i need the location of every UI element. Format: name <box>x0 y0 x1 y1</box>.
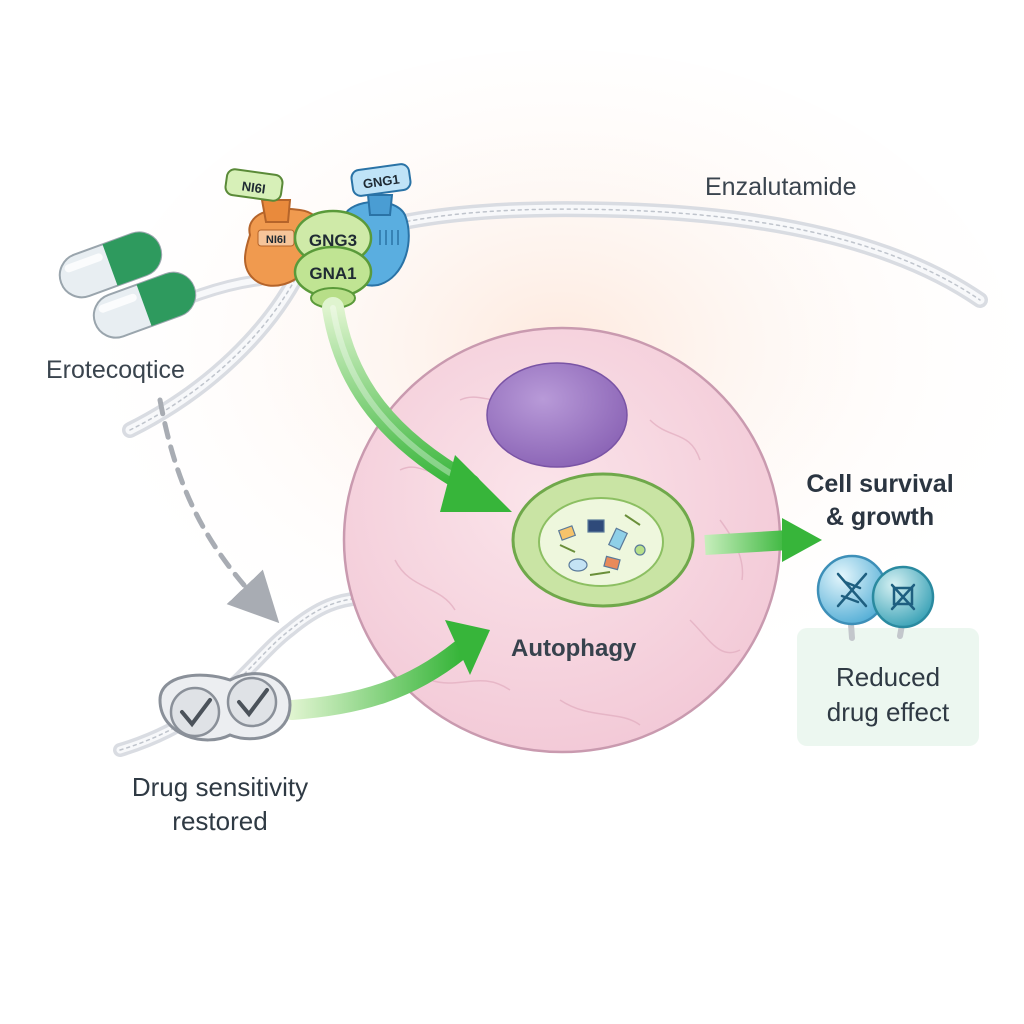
restored-line2: restored <box>172 806 268 836</box>
outcome-title-line2: & growth <box>825 503 935 531</box>
crossed-out-icon <box>816 554 935 641</box>
autophagosome-icon <box>511 472 695 608</box>
check-icon <box>158 672 292 742</box>
label-green-bottom: GNA1 <box>309 264 356 283</box>
label-blue-top: GNG1 <box>362 171 401 191</box>
inhibition-dashed-arrow <box>157 397 280 624</box>
outcome-title-line1: Cell survival <box>806 470 954 498</box>
nucleus <box>486 362 628 468</box>
reduced-effect-line1: Reduced <box>835 662 941 692</box>
outcome-title: Cell survival & growth <box>780 468 980 534</box>
drug-name-label: Enzalutamide <box>705 173 857 201</box>
activation-arrow-receptor <box>322 297 512 512</box>
label-green-top: GNG3 <box>309 231 357 250</box>
drug-capsule-icon <box>58 231 197 339</box>
protective-label: Erotecoqtice <box>46 356 185 384</box>
process-label: Autophagy <box>511 635 637 662</box>
reduced-effect-box <box>797 628 979 746</box>
restored-line1: Drug sensitivity <box>131 772 309 802</box>
restored-label: Drug sensitivity restored <box>100 770 340 838</box>
receptor-green-subunit <box>293 209 373 309</box>
reduced-effect-line2: drug effect <box>826 697 950 727</box>
activation-arrow-restored <box>282 620 490 720</box>
activation-arrow-survival <box>704 518 822 562</box>
reduced-effect-label: Reduced drug effect <box>797 660 979 730</box>
label-orange-body: NI6I <box>266 234 286 246</box>
label-orange-top: NI6I <box>241 178 267 196</box>
g-protein-receptor-complex: NI6I NI6I GNG1 GNG3 GNA1 <box>224 163 412 309</box>
